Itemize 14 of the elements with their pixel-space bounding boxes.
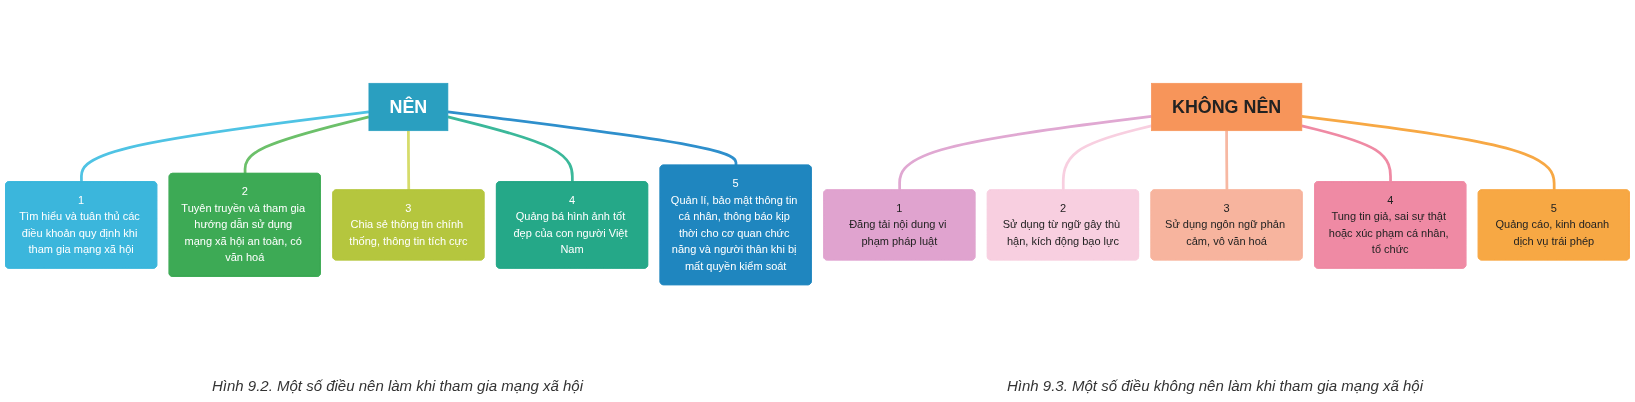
connector — [1301, 124, 1392, 182]
connector — [1301, 115, 1556, 191]
connector — [80, 110, 370, 182]
connector — [447, 110, 738, 166]
figure-caption: Hình 9.3. Một số điều không nên làm khi tham gia mạng xã hội — [1006, 376, 1424, 394]
node-box: KHÔNG NÊN — [1151, 82, 1303, 132]
connector — [898, 115, 1152, 191]
node-box: NÊN — [368, 82, 449, 132]
connector — [1225, 130, 1229, 191]
connector — [447, 115, 574, 182]
connector — [1061, 124, 1152, 191]
connector — [407, 130, 411, 191]
figure-caption: Hình 9.2. Một số điều nên làm khi tham gia mạng xã hội — [211, 376, 583, 394]
connector — [243, 115, 370, 174]
